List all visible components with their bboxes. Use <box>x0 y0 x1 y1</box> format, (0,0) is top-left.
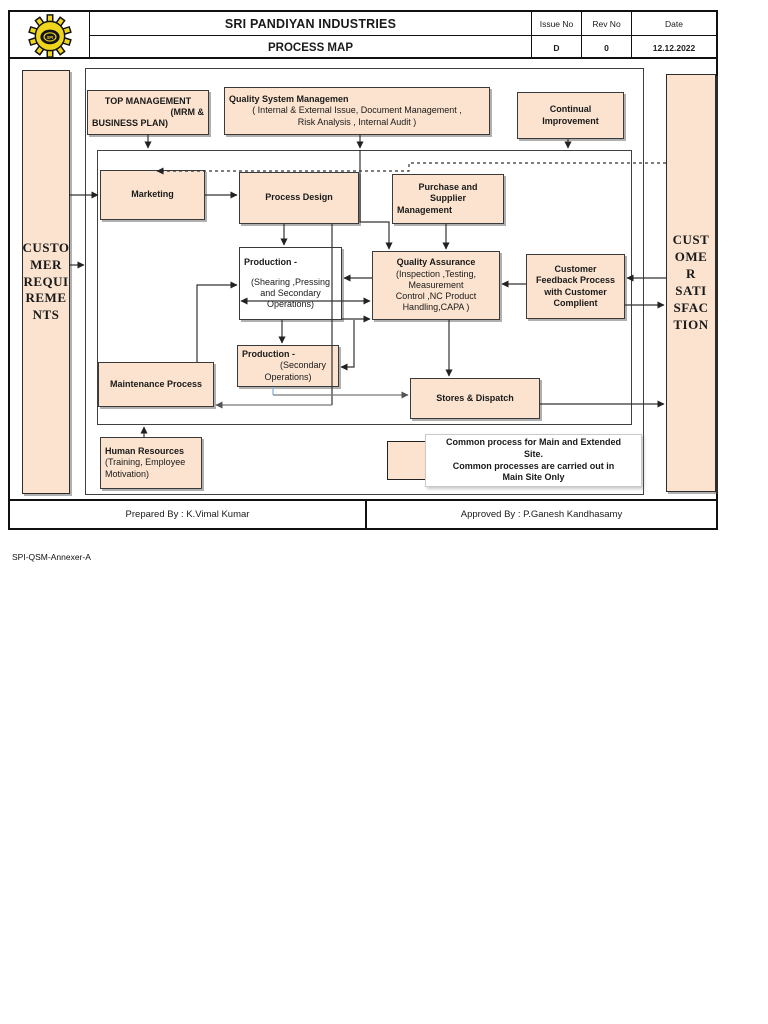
document-header: SPI SRI PANDIYAN INDUSTRIES PROCESS MAP … <box>10 12 716 59</box>
box-human-resources: Human Resources (Training, Employee Moti… <box>100 437 202 489</box>
box-customer-feedback: Customer Feedback Process with Customer … <box>526 254 625 319</box>
issue-no-value: D <box>532 36 582 59</box>
box-continual-improvement: Continual Improvement <box>517 92 624 139</box>
box-marketing: Marketing <box>100 170 205 220</box>
box-sublabel: (Inspection ,Testing, Measurement Contro… <box>395 268 477 313</box>
box-label: Quality System Managemen <box>229 94 349 105</box>
issue-no-label: Issue No <box>532 12 582 36</box>
box-label: BUSINESS PLAN) <box>92 118 169 129</box>
box-label: Continual Improvement <box>542 104 599 126</box>
box-top-management: TOP MANAGEMENT (MRM & BUSINESS PLAN) <box>87 90 209 135</box>
box-label: (MRM & <box>170 106 205 117</box>
box-label: Production - <box>244 256 297 267</box>
box-sublabel: (Secondary <box>279 360 326 371</box>
rev-no-value: 0 <box>582 36 632 59</box>
prepared-by: Prepared By : K.Vimal Kumar <box>10 501 367 528</box>
box-sublabel: Operations) <box>264 371 312 382</box>
legend-common-process-swatch <box>387 441 426 480</box>
box-stores-dispatch: Stores & Dispatch <box>410 378 540 419</box>
box-label: Maintenance Process <box>109 378 203 389</box>
box-label: Management <box>397 204 453 215</box>
box-label: Marketing <box>131 189 174 200</box>
process-map-diagram: CUSTO MER REQUI REME NTS CUST OME R SATI… <box>10 59 716 499</box>
box-label: Process Design <box>265 192 333 203</box>
box-label: TOP MANAGEMENT <box>104 95 192 106</box>
box-purchase-supplier-management: Purchase and Supplier Management <box>392 174 504 224</box>
box-production-main: Production - (Shearing ,Pressing and Sec… <box>239 247 342 320</box>
gear-icon: SPI <box>27 13 72 58</box>
box-label: Production - <box>242 349 295 360</box>
box-quality-assurance: Quality Assurance (Inspection ,Testing, … <box>372 251 500 320</box>
box-label: Human Resources <box>105 446 185 457</box>
rev-no-label: Rev No <box>582 12 632 36</box>
box-sublabel: ( Internal & External Issue, Document Ma… <box>252 105 462 127</box>
approved-by: Approved By : P.Ganesh Kandhasamy <box>460 509 623 520</box>
box-process-design: Process Design <box>239 172 359 224</box>
document-footer: Prepared By : K.Vimal Kumar Approved By … <box>10 499 716 528</box>
box-sublabel: (Training, Employee Motivation) <box>105 457 186 479</box>
company-name: SRI PANDIYAN INDUSTRIES <box>90 12 532 36</box>
box-label: Stores & Dispatch <box>436 392 514 403</box>
box-production-secondary: Production - (Secondary Operations) <box>237 345 339 387</box>
box-label: Purchase and Supplier <box>418 182 478 204</box>
date-value: 12.12.2022 <box>652 42 696 53</box>
box-label: Customer Feedback Process with Customer … <box>535 264 616 308</box>
box-label: Quality Assurance <box>396 257 476 268</box>
customer-requirements-bar: CUSTO MER REQUI REME NTS <box>22 70 70 494</box>
box-quality-system-management: Quality System Managemen ( Internal & Ex… <box>224 87 490 135</box>
company-logo: SPI <box>10 12 90 59</box>
legend-note: Common process for Main and Extended Sit… <box>425 434 642 487</box>
box-maintenance-process: Maintenance Process <box>98 362 214 407</box>
process-map-document: SPI SRI PANDIYAN INDUSTRIES PROCESS MAP … <box>8 10 718 530</box>
logo-monogram: SPI <box>46 34 53 39</box>
document-title: PROCESS MAP <box>90 36 532 59</box>
outer-process-frame <box>85 68 644 495</box>
customer-satisfaction-bar: CUST OME R SATI SFAC TION <box>666 74 716 492</box>
document-reference-note: SPI-QSM-Annexer-A <box>12 552 91 562</box>
date-label: Date <box>632 12 716 36</box>
box-sublabel: (Shearing ,Pressing and Secondary Operat… <box>250 276 331 310</box>
